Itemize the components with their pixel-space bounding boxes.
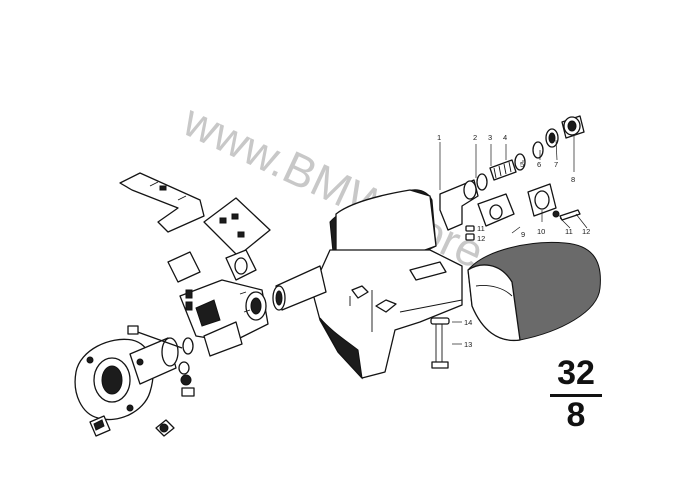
bearing-stack [439, 115, 585, 231]
coupling-flange [74, 337, 179, 421]
callout-numbers: 1 2 3 4 5 6 7 8 9 10 11 12 11 12 13 14 [437, 133, 590, 349]
column-shroud [467, 242, 601, 342]
column-tube [272, 265, 327, 311]
callout-13: 13 [464, 340, 472, 349]
callout-3: 3 [488, 133, 492, 142]
callout-11: 11 [565, 227, 573, 236]
group-code-divider [550, 394, 602, 397]
callout-2: 2 [473, 133, 477, 142]
steering-lock-housing [167, 251, 269, 357]
bolt-13-14 [430, 317, 450, 369]
callout-1: 1 [437, 133, 441, 142]
bottom-bolt [155, 419, 175, 437]
callout-5: 5 [520, 160, 524, 169]
callout-leaders [439, 136, 588, 345]
ring-mount [225, 249, 257, 281]
screws-11-12-small [465, 225, 475, 241]
callout-4: 4 [503, 133, 507, 142]
group-code-top: 32 [557, 354, 595, 392]
callout-7: 7 [554, 160, 558, 169]
callout-12: 12 [582, 227, 590, 236]
callout-11-small: 11 [477, 224, 485, 233]
callout-9: 9 [521, 230, 525, 239]
clip-part [89, 415, 111, 437]
callout-14: 14 [464, 318, 472, 327]
callout-10: 10 [537, 227, 545, 236]
flange-plates-9-10 [477, 183, 581, 227]
mounting-bracket [119, 172, 205, 233]
callout-6: 6 [537, 160, 541, 169]
callout-12-small: 12 [477, 234, 485, 243]
flange-fasteners [127, 325, 195, 397]
rubber-plate [203, 197, 271, 257]
callout-8: 8 [571, 175, 575, 184]
column-casing [311, 189, 463, 380]
group-code-bottom: 8 [566, 396, 586, 434]
